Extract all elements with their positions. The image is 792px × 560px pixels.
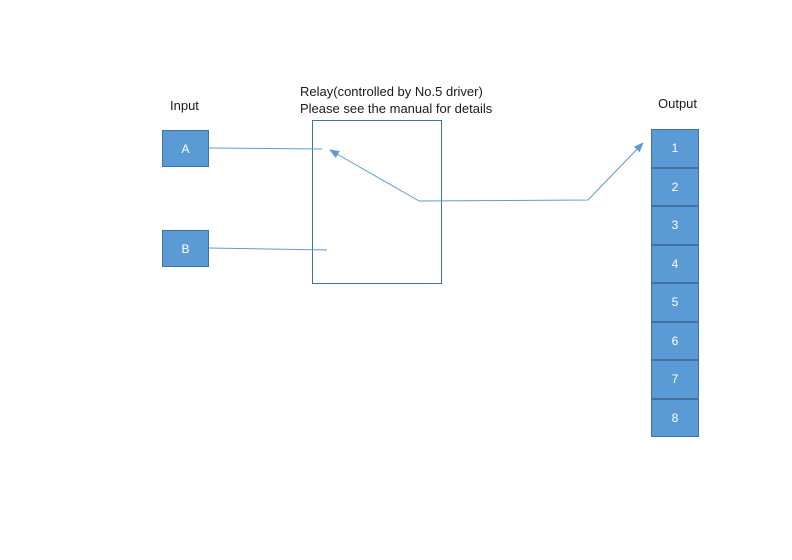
relay-switch-arm bbox=[329, 149, 420, 202]
output-box-3: 3 bbox=[651, 206, 699, 245]
output-box-4: 4 bbox=[651, 244, 699, 283]
input-box-b: B bbox=[162, 230, 209, 267]
output-box-1: 1 bbox=[651, 129, 699, 168]
wire-b-to-relay bbox=[208, 247, 328, 251]
input-box-a: A bbox=[162, 130, 209, 167]
output-label: Output bbox=[658, 96, 698, 111]
output-box-7: 7 bbox=[651, 360, 699, 399]
input-label: Input bbox=[170, 98, 199, 113]
wire-a-to-relay bbox=[208, 147, 323, 150]
output-stack: 1 2 3 4 5 6 7 8 bbox=[651, 129, 699, 437]
relay-box bbox=[312, 120, 442, 284]
relay-subtitle: Please see the manual for details bbox=[300, 101, 493, 116]
relay-title: Relay(controlled by No.5 driver) bbox=[300, 84, 483, 99]
wire-relay-to-output bbox=[418, 142, 644, 202]
output-box-5: 5 bbox=[651, 283, 699, 322]
output-box-6: 6 bbox=[651, 321, 699, 360]
output-box-8: 8 bbox=[651, 398, 699, 437]
output-box-2: 2 bbox=[651, 167, 699, 206]
